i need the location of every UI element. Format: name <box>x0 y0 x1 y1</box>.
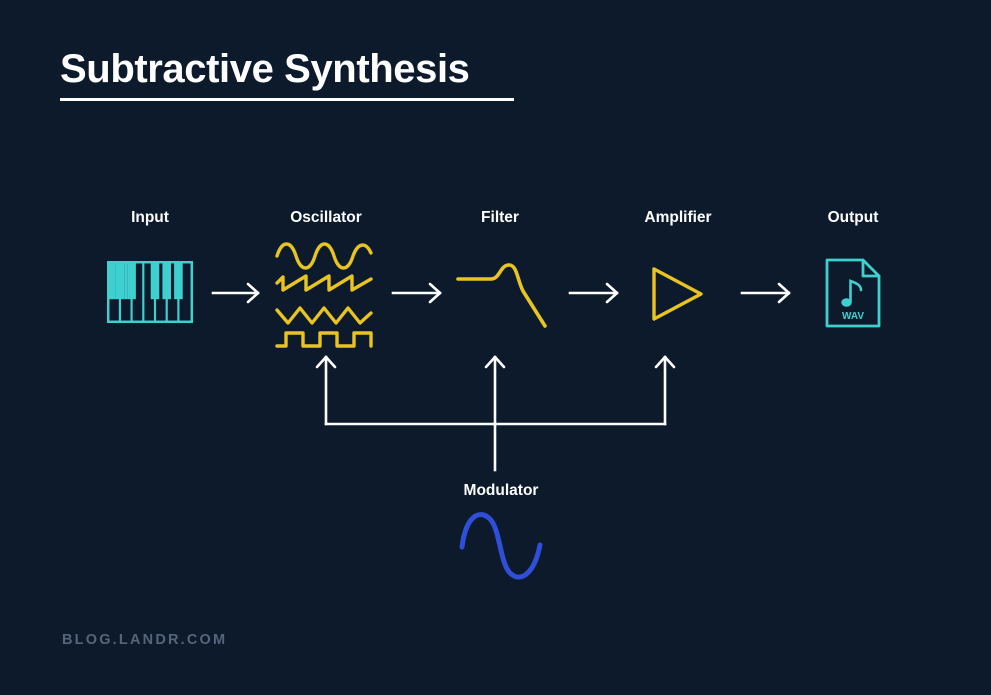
sine-wave-path <box>275 242 373 270</box>
modulation-arrow-oscillator <box>315 355 337 426</box>
play-triangle-icon <box>650 264 706 324</box>
stage-label-filter: Filter <box>481 209 519 226</box>
lowpass-curve-icon <box>455 257 549 329</box>
triangle-wave-path <box>275 306 373 325</box>
piano-keyboard-icon <box>107 261 193 323</box>
stage-label-oscillator: Oscillator <box>290 209 362 226</box>
file-outline-path <box>825 258 881 328</box>
sawtooth-wave-path <box>275 274 373 292</box>
signal-arrow-input-oscillator <box>211 282 260 304</box>
play-triangle-path <box>652 267 703 321</box>
sine-wave-icon <box>458 505 544 587</box>
signal-arrow-amplifier-output <box>740 282 791 304</box>
footer-source: BLOG.LANDR.COM <box>62 632 228 648</box>
modulator-sine-path <box>459 512 543 580</box>
modulation-arrow-filter <box>484 355 506 426</box>
signal-arrow-oscillator-filter <box>391 282 442 304</box>
waveforms-icon <box>274 238 378 350</box>
wav-file-label: WAV <box>842 311 864 322</box>
page-title: Subtractive Synthesis <box>60 48 514 101</box>
modulator-label: Modulator <box>463 482 539 499</box>
music-note-icon <box>841 279 863 307</box>
title-underline <box>60 98 514 101</box>
wav-file-icon: WAV <box>825 258 881 328</box>
lowpass-curve-path <box>456 263 547 328</box>
square-wave-path <box>275 331 373 348</box>
page-title-text: Subtractive Synthesis <box>60 47 470 91</box>
stage-label-amplifier: Amplifier <box>644 209 712 226</box>
stage-label-input: Input <box>131 209 169 226</box>
stage-label-output: Output <box>827 209 879 226</box>
modulation-arrow-amplifier <box>654 355 676 426</box>
signal-arrow-filter-amplifier <box>568 282 619 304</box>
file-corner-fold-path <box>861 258 881 278</box>
